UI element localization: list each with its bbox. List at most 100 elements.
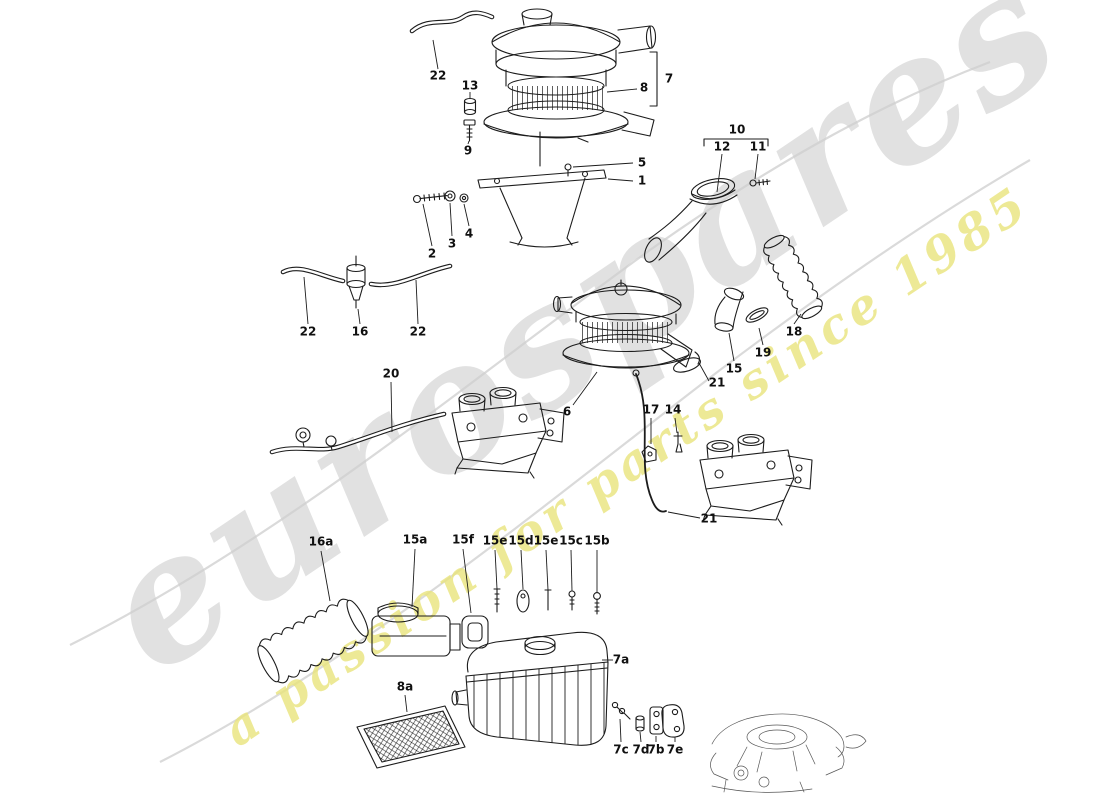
leader-line-15e (494, 549, 498, 590)
leader-line-22 (303, 276, 309, 325)
part-stud-15e-b (544, 589, 552, 611)
callout-7b[interactable]: 7b (648, 743, 665, 757)
callout-6[interactable]: 6 (563, 405, 571, 419)
callout-4[interactable]: 4 (465, 227, 473, 241)
callout-21[interactable]: 21 (709, 376, 726, 390)
callout-15d[interactable]: 15d (508, 534, 533, 548)
leader-line-15a (411, 548, 416, 608)
callout-15e[interactable]: 15e (534, 534, 559, 548)
callout-13[interactable]: 13 (462, 79, 479, 93)
part-mounting-bracket-1 (477, 131, 607, 248)
leader-line-15e (545, 549, 549, 591)
callout-21[interactable]: 21 (701, 512, 718, 526)
part-spacer-7d (635, 715, 645, 732)
part-screw-15c (568, 590, 576, 611)
callout-16[interactable]: 16 (352, 325, 369, 339)
leader-line-18 (793, 313, 802, 325)
callout-11[interactable]: 11 (750, 140, 767, 154)
part-elbow-15 (714, 287, 745, 332)
leader-line-21 (698, 362, 710, 382)
leader-line-11 (754, 153, 759, 180)
callout-19[interactable]: 19 (755, 346, 772, 360)
callout-16a[interactable]: 16a (309, 535, 334, 549)
part-fitting-14 (673, 431, 683, 453)
callout-18[interactable]: 18 (786, 325, 803, 339)
callout-2[interactable]: 2 (428, 247, 436, 261)
callout-9[interactable]: 9 (464, 144, 472, 158)
part-air-meter-15a (371, 602, 461, 657)
part-screws-7c (611, 701, 631, 720)
watermark-swoosh-lower (159, 159, 1031, 763)
part-filter-element-8a (356, 705, 466, 769)
part-gasket-15f (461, 615, 489, 649)
part-gasket-7e (661, 704, 685, 738)
callout-7c[interactable]: 7c (613, 743, 628, 757)
watermark-swoosh-upper (69, 60, 991, 646)
callout-10[interactable]: 10 (729, 123, 746, 137)
callout-15c[interactable]: 15c (559, 534, 583, 548)
callout-7a[interactable]: 7a (613, 653, 629, 667)
callout-8a[interactable]: 8a (397, 680, 413, 694)
part-spacer-13 (463, 97, 477, 116)
callout-22[interactable]: 22 (410, 325, 427, 339)
part-stud-15e-a (493, 588, 501, 613)
leader-line-3 (449, 202, 453, 237)
callout-15e[interactable]: 15e (483, 534, 508, 548)
callout-3[interactable]: 3 (448, 237, 456, 251)
watermark: eurospares a passion for parts since 198… (64, 0, 1094, 763)
leader-line-14 (674, 417, 678, 434)
callout-5[interactable]: 5 (638, 156, 646, 170)
leader-line-2 (422, 203, 433, 247)
part-air-cleaner-upper (483, 8, 657, 143)
part-washer-3 (444, 190, 456, 202)
part-air-cleaner-6 (552, 279, 701, 373)
part-carburetor-left (451, 386, 565, 479)
leader-line-9 (467, 140, 470, 145)
callout-12[interactable]: 12 (714, 140, 731, 154)
part-intake-boot-16a (257, 598, 369, 684)
part-intake-elbow-10 (644, 178, 736, 263)
leader-line-1 (607, 178, 634, 182)
part-hose-22-left (280, 266, 346, 284)
leader-line-22 (432, 39, 439, 70)
callout-15a[interactable]: 15a (403, 533, 428, 547)
callout-7d[interactable]: 7d (633, 743, 650, 757)
engine-sketch (710, 713, 867, 793)
part-vacuum-hose-20 (269, 411, 447, 455)
callout-20[interactable]: 20 (383, 367, 400, 381)
part-air-cleaner-housing-7a (451, 631, 609, 746)
leader-line-15 (728, 332, 735, 362)
leader-line-4 (463, 203, 470, 227)
part-bracket-17 (641, 445, 657, 463)
part-bolt-9 (463, 119, 476, 142)
part-valve-16 (346, 255, 366, 309)
callout-15[interactable]: 15 (726, 362, 743, 376)
callout-15b[interactable]: 15b (584, 534, 610, 548)
callout-1[interactable]: 1 (638, 174, 646, 188)
callout-7e[interactable]: 7e (667, 743, 684, 757)
part-hose-22-right (368, 263, 453, 288)
leader-line-8 (606, 88, 638, 93)
part-hose-22-top (409, 10, 495, 34)
callout-22[interactable]: 22 (430, 69, 447, 83)
dimension-brackets (649, 51, 769, 147)
callout-14[interactable]: 14 (665, 403, 682, 417)
callout-15f[interactable]: 15f (452, 533, 475, 547)
part-screw-11 (749, 178, 771, 187)
part-clamp-12 (689, 189, 738, 205)
callout-17[interactable]: 17 (643, 403, 660, 417)
part-nut-4 (459, 193, 469, 203)
leader-line-7c (619, 718, 622, 743)
drawing-layer (257, 8, 867, 793)
leader-line-6 (572, 371, 598, 406)
leader-line-22 (415, 279, 419, 325)
callout-7[interactable]: 7 (665, 72, 673, 86)
callout-22[interactable]: 22 (300, 325, 317, 339)
leader-line-16a (320, 550, 331, 602)
callout-8[interactable]: 8 (640, 81, 648, 95)
part-ring-19 (745, 307, 769, 323)
part-cable-21 (632, 369, 667, 513)
part-corrugated-hose-18 (763, 234, 823, 320)
